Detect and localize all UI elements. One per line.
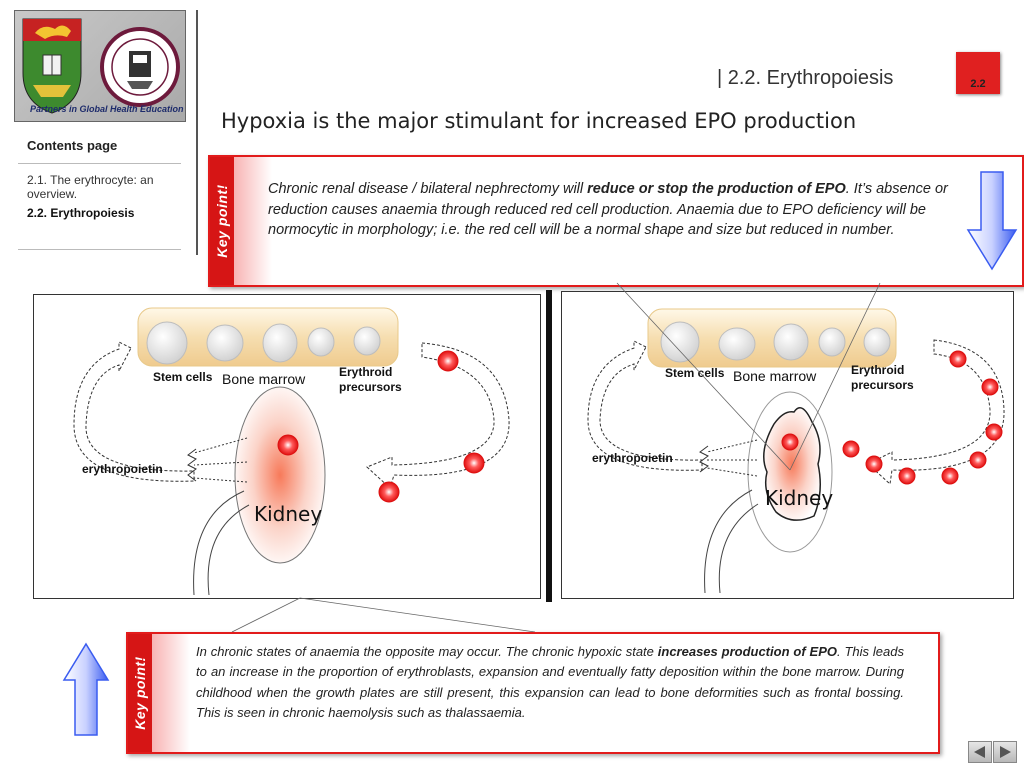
sidebar-rule (18, 249, 181, 250)
up-arrow-icon (62, 642, 110, 736)
key-point-emphasis: reduce or stop the production of EPO (587, 181, 846, 197)
diagram-normal-graphic (73, 307, 510, 596)
diagram-renal-failure: Stem cells Bone marrow Erythroid precurs… (561, 291, 1014, 599)
key-point-text: Chronic renal disease / bilateral nephre… (268, 181, 948, 238)
bone-marrow-label: Bone marrow (733, 368, 817, 384)
key-point-tab (128, 634, 152, 752)
section-badge-label: 2.2 (970, 78, 986, 90)
key-point-emphasis: increases production of EPO (657, 644, 837, 659)
erythropoietin-label: erythropoietin (592, 451, 673, 465)
kidney-label: Kidney (254, 502, 323, 526)
diagram-renal-failure-graphic (587, 308, 1005, 594)
kidney-label: Kidney (765, 486, 834, 510)
section-title: | 2.2. Erythropoiesis (717, 67, 894, 89)
sidebar-item-erythrocyte[interactable]: 2.1. The erythrocyte: an overview. (27, 173, 154, 201)
header-divider (196, 10, 198, 255)
stem-cells-label: Stem cells (665, 366, 725, 380)
key-point-text: In chronic states of anaemia the opposit… (196, 644, 904, 720)
key-point-box: Key point! Chronic renal disease / bilat… (208, 155, 1024, 287)
next-icon (1000, 746, 1011, 758)
key-point-label: Key point! (132, 656, 148, 730)
logo-tagline: Partners in Global Health Education (30, 104, 184, 114)
contents-title: Contents page (27, 138, 118, 153)
erythroid-precursors-label: Erythroid precursors (339, 365, 402, 394)
sidebar-rule (18, 163, 181, 164)
prev-button[interactable] (968, 741, 992, 763)
sidebar-item-erythropoiesis[interactable]: 2.2. Erythropoiesis (27, 206, 135, 220)
bone-marrow-label: Bone marrow (222, 371, 306, 387)
erythroid-precursors-label: Erythroid precursors (851, 363, 914, 392)
panel-divider (546, 290, 552, 602)
erythropoietin-label: erythropoietin (82, 462, 163, 476)
key-point-tab (210, 157, 234, 285)
logo-graphic (22, 18, 180, 114)
stem-cells-label: Stem cells (153, 370, 213, 384)
prev-icon (974, 746, 985, 758)
diagram-normal: Stem cells Bone marrow Erythroid precurs… (33, 294, 541, 599)
section-badge: 2.2 (956, 52, 1000, 94)
down-arrow-icon (966, 171, 1018, 271)
page-title: Hypoxia is the major stimulant for incre… (221, 109, 857, 133)
key-point-box: Key point! In chronic states of anaemia … (126, 632, 940, 754)
next-button[interactable] (993, 741, 1017, 763)
institution-logo (14, 10, 186, 122)
